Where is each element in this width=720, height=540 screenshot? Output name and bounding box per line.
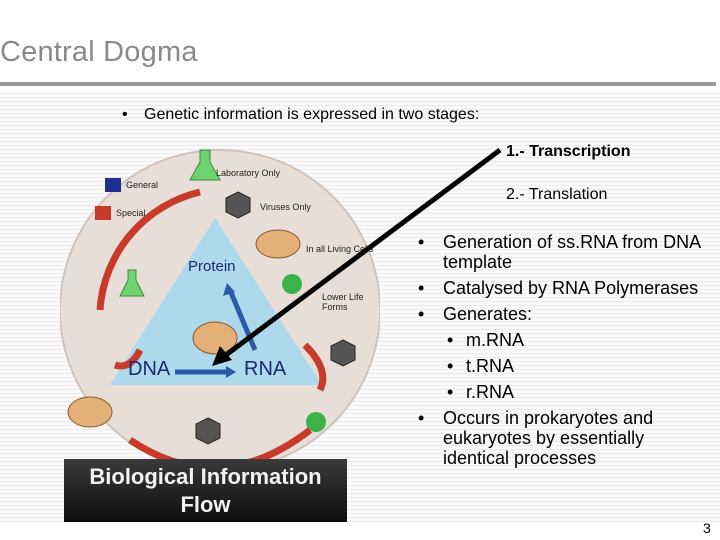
cell-icon-2 <box>192 321 238 355</box>
virus-icon-2 <box>330 339 356 367</box>
all-living-cells-label: In all Living Cells <box>306 244 374 254</box>
point-4: • Occurs in prokaryotes and eukaryotes by… <box>418 408 708 468</box>
slide-title: Central Dogma <box>0 36 198 68</box>
bullet-glyph: • <box>447 382 454 402</box>
sub-point-text: m.RNA <box>466 330 524 350</box>
sub-point-rrna: • r.RNA <box>418 382 708 402</box>
point-text: Generation of ss.RNA from DNA template <box>443 232 701 272</box>
laboratory-only-label: Laboratory Only <box>216 168 281 178</box>
banner-line-2: Flow <box>180 492 231 517</box>
legend-special-label: Special <box>116 208 146 218</box>
bullet-glyph: • <box>447 330 454 350</box>
title-divider <box>0 82 716 86</box>
dna-label: DNA <box>128 358 171 380</box>
point-1: • Generation of ss.RNA from DNA template <box>418 232 708 272</box>
intro-text: Genetic information is expressed in two … <box>144 106 480 123</box>
red-arrow-dna-loop <box>113 348 144 370</box>
intro-bullet: • Genetic information is expressed in two… <box>122 106 479 124</box>
leaf-icon-2 <box>306 412 326 432</box>
viruses-only-label: Viruses Only <box>260 202 311 212</box>
virus-icon <box>225 191 251 219</box>
stage-transcription: 1.- Transcription <box>506 143 631 160</box>
biological-information-flow-banner: Biological Information Flow <box>64 459 347 522</box>
bullet-glyph: • <box>418 304 425 324</box>
legend-general-label: General <box>126 180 159 190</box>
point-text: Generates: <box>443 304 533 324</box>
banner-line-1: Biological Information <box>89 464 322 489</box>
bullet-glyph: • <box>418 278 425 298</box>
sub-point-text: t.RNA <box>466 356 515 376</box>
virus-icon-3 <box>195 417 221 445</box>
cell-icon-3 <box>67 396 113 428</box>
sub-point-text: r.RNA <box>466 382 515 402</box>
legend-general-swatch <box>105 178 121 192</box>
cell-icon <box>255 229 301 259</box>
leaf-icon <box>282 274 302 294</box>
bullet-glyph: • <box>418 232 425 252</box>
flask-icon-2 <box>119 269 145 297</box>
bullet-glyph: • <box>418 408 425 428</box>
point-2: • Catalysed by RNA Polymerases <box>418 278 708 298</box>
transcription-points-list: •Generation of ss.RNA from DNA template … <box>418 232 708 474</box>
point-text: Catalysed by RNA Polymerases <box>443 278 699 298</box>
legend-special-swatch <box>95 206 111 220</box>
point-3: • Generates: <box>418 304 708 324</box>
rna-label: RNA <box>244 358 287 380</box>
red-arrow-dna-protein <box>96 188 201 311</box>
page-number: 3 <box>703 520 711 536</box>
bullet-glyph: • <box>122 106 128 123</box>
point-text: Occurs in prokaryotes and eukaryotes by … <box>443 408 654 468</box>
flask-icon <box>189 149 221 181</box>
lower-life-forms-label: Lower Life Forms <box>322 292 364 312</box>
protein-label: Protein <box>188 258 236 275</box>
bullet-glyph: • <box>447 356 454 376</box>
sub-point-mrna: • m.RNA <box>418 330 708 350</box>
stage-translation: 2.- Translation <box>506 186 608 203</box>
sub-point-trna: • t.RNA <box>418 356 708 376</box>
